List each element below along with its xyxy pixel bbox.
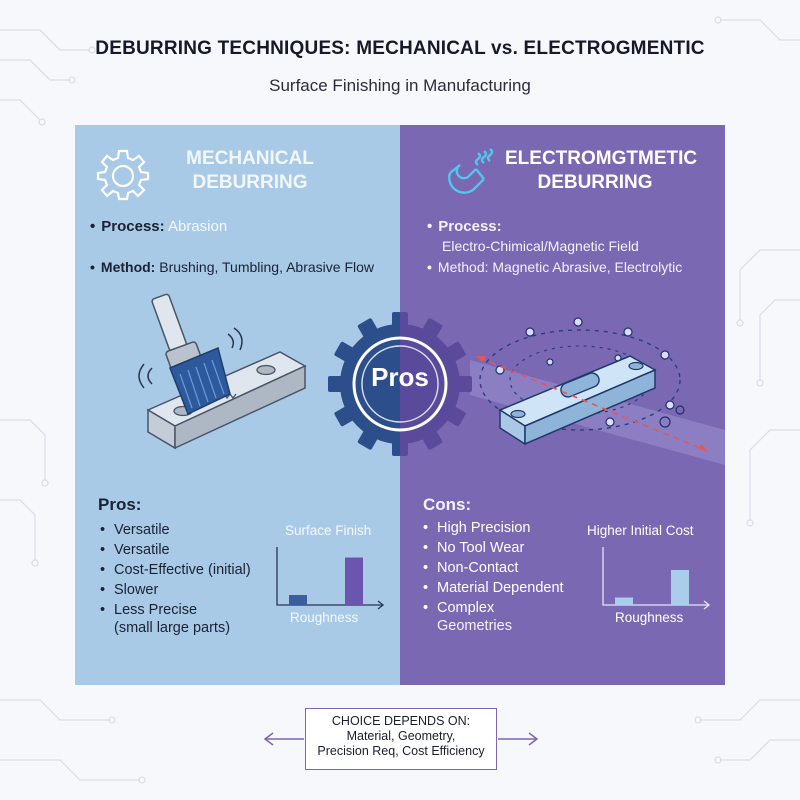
mechanical-mini-chart-xlabel: Roughness: [290, 610, 359, 625]
mechanical-method-label: Method:: [100, 259, 156, 275]
gear-icon: [328, 312, 472, 456]
magnetic-field-illustration: [470, 317, 725, 465]
mechanical-list: Versatile Versatile Cost-Effective (init…: [100, 520, 251, 620]
page-subtitle: Surface Finishing in Manufacturing: [269, 76, 531, 95]
electromagnetic-field-text: Electro-Chimical/Magnetic Field: [442, 238, 639, 254]
chart-axis-arrow: [377, 600, 385, 610]
gear-icon: [96, 149, 150, 201]
list-item: Material Dependent: [423, 578, 564, 598]
mechanical-title-line2: DEBURRING: [192, 172, 308, 193]
electromagnetic-section-heading: Cons:: [423, 495, 472, 514]
gear-tooth: [400, 436, 408, 456]
mechanical-title-line1: MECHANICAL: [186, 148, 314, 169]
electromagnetic-mini-chart-title: Higher Initial Cost: [587, 523, 694, 538]
wire-brush-illustration: [138, 293, 307, 450]
mechanical-mini-chart-title: Surface Finish: [285, 523, 372, 538]
chart-axis-arrow: [703, 600, 711, 610]
left-arrow-icon: [263, 732, 304, 746]
list-item: Slower: [100, 580, 251, 600]
gear-tooth: [441, 341, 466, 365]
chart-bar: [615, 597, 633, 605]
list-item: Complex: [423, 598, 564, 618]
electromagnetic-method-row: •Method: Magnetic Abrasive, Electrolytic: [427, 259, 683, 275]
electromagnetic-process-label: Process:: [438, 218, 502, 235]
mechanical-mini-chart: [276, 547, 385, 610]
chart-bar: [289, 595, 307, 605]
gear-tooth: [357, 425, 381, 450]
gear-tooth: [452, 376, 472, 392]
mechanical-method-row: •Method: Brushing, Tumbling, Abrasive Fl…: [90, 259, 374, 275]
gear-tooth: [392, 436, 400, 456]
mechanical-method-value: Brushing, Tumbling, Abrasive Flow: [159, 259, 374, 275]
list-item: Less Precise: [100, 600, 251, 620]
magnet-icon: [448, 148, 494, 194]
list-item: High Precision: [423, 518, 564, 538]
choice-box: CHOICE DEPENDS ON: Material, Geometry, P…: [305, 708, 497, 770]
gear-tooth: [334, 403, 359, 427]
gear-tooth: [328, 376, 348, 392]
electromagnetic-title-line2: DEBURRING: [537, 172, 653, 193]
gear-tooth: [334, 341, 359, 365]
electromagnetic-mini-chart: [602, 547, 711, 610]
electromagnetic-title: ELECTROMGTMETIC DEBURRING: [505, 147, 698, 195]
mechanical-panel: MECHANICAL DEBURRING •Process: Abrasion …: [75, 125, 400, 685]
mechanical-process-label: Process:: [101, 218, 165, 235]
chart-axis: [602, 547, 709, 606]
mechanical-process-value: Abrasion: [167, 218, 228, 235]
gear-tooth: [419, 425, 443, 450]
list-item: Versatile: [100, 520, 251, 540]
gear-tooth: [441, 403, 466, 427]
choice-line: Material, Geometry,: [346, 729, 456, 743]
mechanical-process-row: •Process: Abrasion: [90, 218, 228, 235]
list-item: No Tool Wear: [423, 538, 564, 558]
right-arrow-icon: [498, 732, 539, 746]
mechanical-section-heading: Pros:: [98, 495, 142, 514]
electromagnetic-list: High Precision No Tool Wear Non-Contact …: [423, 518, 564, 618]
choice-line: Precision Req, Cost Efficiency: [317, 744, 485, 758]
choice-heading: CHOICE DEPENDS ON:: [331, 714, 471, 728]
list-item: Versatile: [100, 540, 251, 560]
mechanical-list-note: (small large parts): [114, 620, 231, 636]
list-item: Cost-Effective (initial): [100, 560, 251, 580]
gear-tooth: [357, 318, 381, 343]
gear-tooth: [392, 312, 400, 332]
page-title: DEBURRING TECHNIQUES: MECHANICAL vs. ELE…: [95, 38, 705, 59]
center-label: Pros: [371, 362, 429, 392]
mechanical-title: MECHANICAL DEBURRING: [175, 147, 325, 195]
gear-tooth: [419, 318, 443, 343]
electromagnetic-list-note: Geometries: [437, 618, 512, 634]
chart-bar: [671, 570, 689, 605]
electromagnetic-process-row: •Process:: [427, 218, 502, 235]
electromagnetic-mini-chart-xlabel: Roughness: [615, 610, 684, 625]
chart-bar: [345, 557, 363, 605]
list-item: Non-Contact: [423, 558, 564, 578]
electromagnetic-method-text: Method: Magnetic Abrasive, Electrolytic: [437, 259, 683, 275]
electromagnetic-title-line1: ELECTROMGTMETIC: [505, 148, 698, 169]
gear-tooth: [400, 312, 408, 332]
